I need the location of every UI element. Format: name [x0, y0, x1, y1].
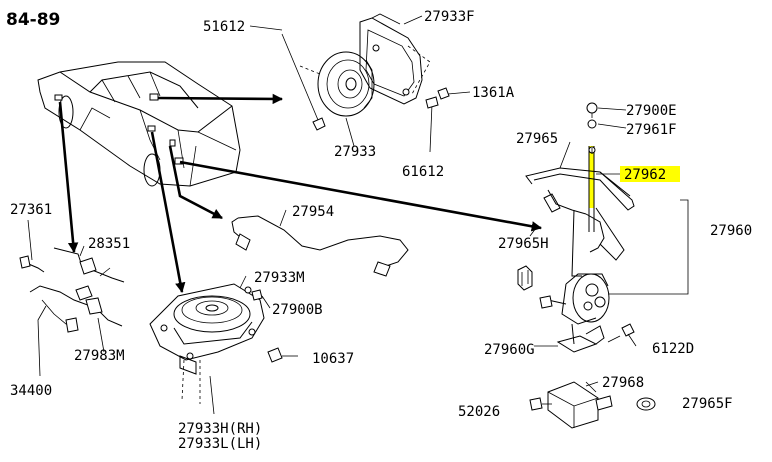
front-speaker-assembly — [149, 283, 298, 415]
label-27968: 27968 — [602, 375, 644, 391]
highlight-27962 — [620, 166, 680, 182]
label-27965: 27965 — [516, 131, 558, 147]
label-27933H: 27933H(RH) — [178, 421, 262, 437]
extension-cable — [231, 215, 409, 277]
label-27933F: 27933F — [424, 9, 475, 25]
power-antenna-assembly — [517, 102, 689, 429]
label-51612: 51612 — [203, 19, 245, 35]
label-10637: 10637 — [312, 351, 354, 367]
model-years-title: 84-89 — [6, 10, 60, 30]
label-1361A: 1361A — [472, 85, 515, 101]
label-28351: 28351 — [88, 236, 130, 252]
label-27961F: 27961F — [626, 122, 677, 138]
label-52026: 52026 — [458, 404, 500, 420]
label-27900B: 27900B — [272, 302, 323, 318]
label-27983M: 27983M — [74, 348, 125, 364]
rear-speaker-assembly — [281, 13, 450, 153]
label-27933L: 27933L(LH) — [178, 436, 262, 452]
label-6122D: 6122D — [652, 341, 694, 357]
label-27965F: 27965F — [682, 396, 733, 412]
label-27900E: 27900E — [626, 103, 677, 119]
label-27965H: 27965H — [498, 236, 549, 252]
location-arrows — [58, 93, 543, 294]
leader-lines — [27, 15, 637, 387]
label-61612: 61612 — [402, 164, 444, 180]
label-27960G: 27960G — [484, 342, 535, 358]
label-27933: 27933 — [334, 144, 376, 160]
label-27933M: 27933M — [254, 270, 305, 286]
antenna-cable-parts — [19, 247, 125, 377]
label-27954: 27954 — [292, 204, 334, 220]
label-27962: 27962 — [624, 167, 666, 183]
label-27361: 27361 — [10, 202, 52, 218]
car-body-illustration — [37, 61, 241, 187]
label-27960: 27960 — [710, 223, 752, 239]
part-labels: 51612 27933F 1361A 27933 61612 27900E 27… — [10, 9, 752, 452]
label-34400: 34400 — [10, 383, 52, 399]
